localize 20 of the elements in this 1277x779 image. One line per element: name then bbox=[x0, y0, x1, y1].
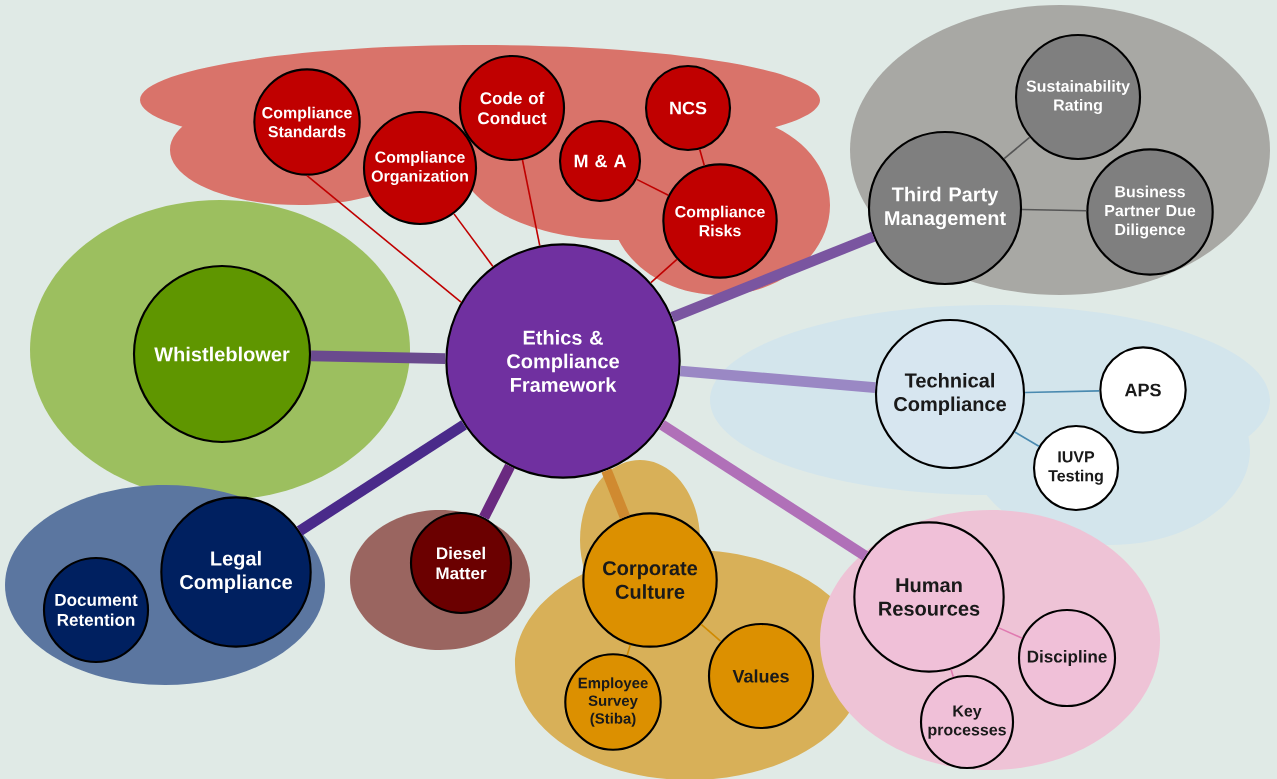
connector-line bbox=[950, 668, 955, 678]
connector-line bbox=[670, 231, 876, 323]
connector-line bbox=[310, 350, 446, 364]
connector-line bbox=[698, 148, 706, 167]
connector-line bbox=[700, 623, 722, 643]
connector-line bbox=[296, 420, 467, 536]
connector-line bbox=[650, 258, 678, 284]
connector-line bbox=[997, 626, 1023, 639]
connector-line bbox=[1003, 136, 1031, 160]
connector-line bbox=[479, 463, 515, 520]
connector-line bbox=[1021, 208, 1088, 212]
connector-line bbox=[601, 468, 630, 520]
connector-line bbox=[1013, 431, 1040, 447]
connector-line bbox=[453, 213, 494, 268]
connector-line bbox=[659, 420, 869, 561]
connector-line bbox=[626, 644, 632, 657]
connector-line bbox=[306, 174, 462, 303]
connector-line bbox=[635, 178, 670, 196]
connector-line bbox=[1024, 390, 1101, 394]
connector-line bbox=[679, 365, 876, 393]
